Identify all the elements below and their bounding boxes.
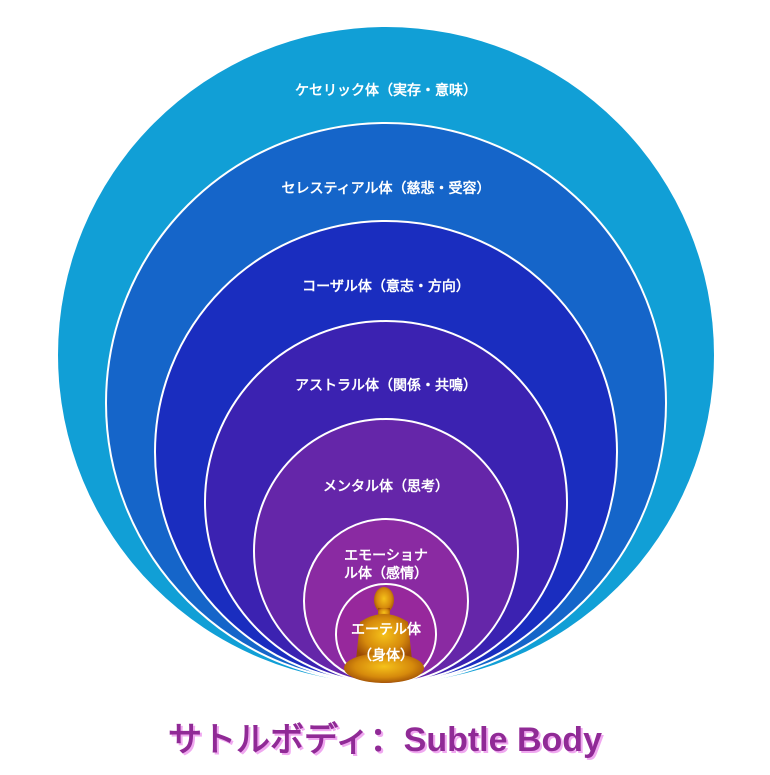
label-etheric-line2: （身体） — [358, 648, 414, 664]
label-causal: コーザル体（意志・方向） — [302, 279, 470, 295]
meditating-figure-icon — [344, 587, 424, 683]
label-astral: アストラル体（関係・共鳴） — [295, 378, 477, 394]
label-emotional-line1: エモーショナ — [344, 548, 428, 564]
label-ketheric: ケセリック体（実存・意味） — [295, 83, 477, 99]
label-emotional-line2: ル体（感情） — [344, 566, 428, 582]
diagram-title: サトルボディ：Subtle Body — [168, 721, 602, 759]
label-etheric-line1: エーテル体 — [351, 622, 421, 638]
label-celestial: セレスティアル体（慈悲・受容） — [281, 181, 491, 197]
label-mental: メンタル体（思考） — [323, 479, 449, 495]
